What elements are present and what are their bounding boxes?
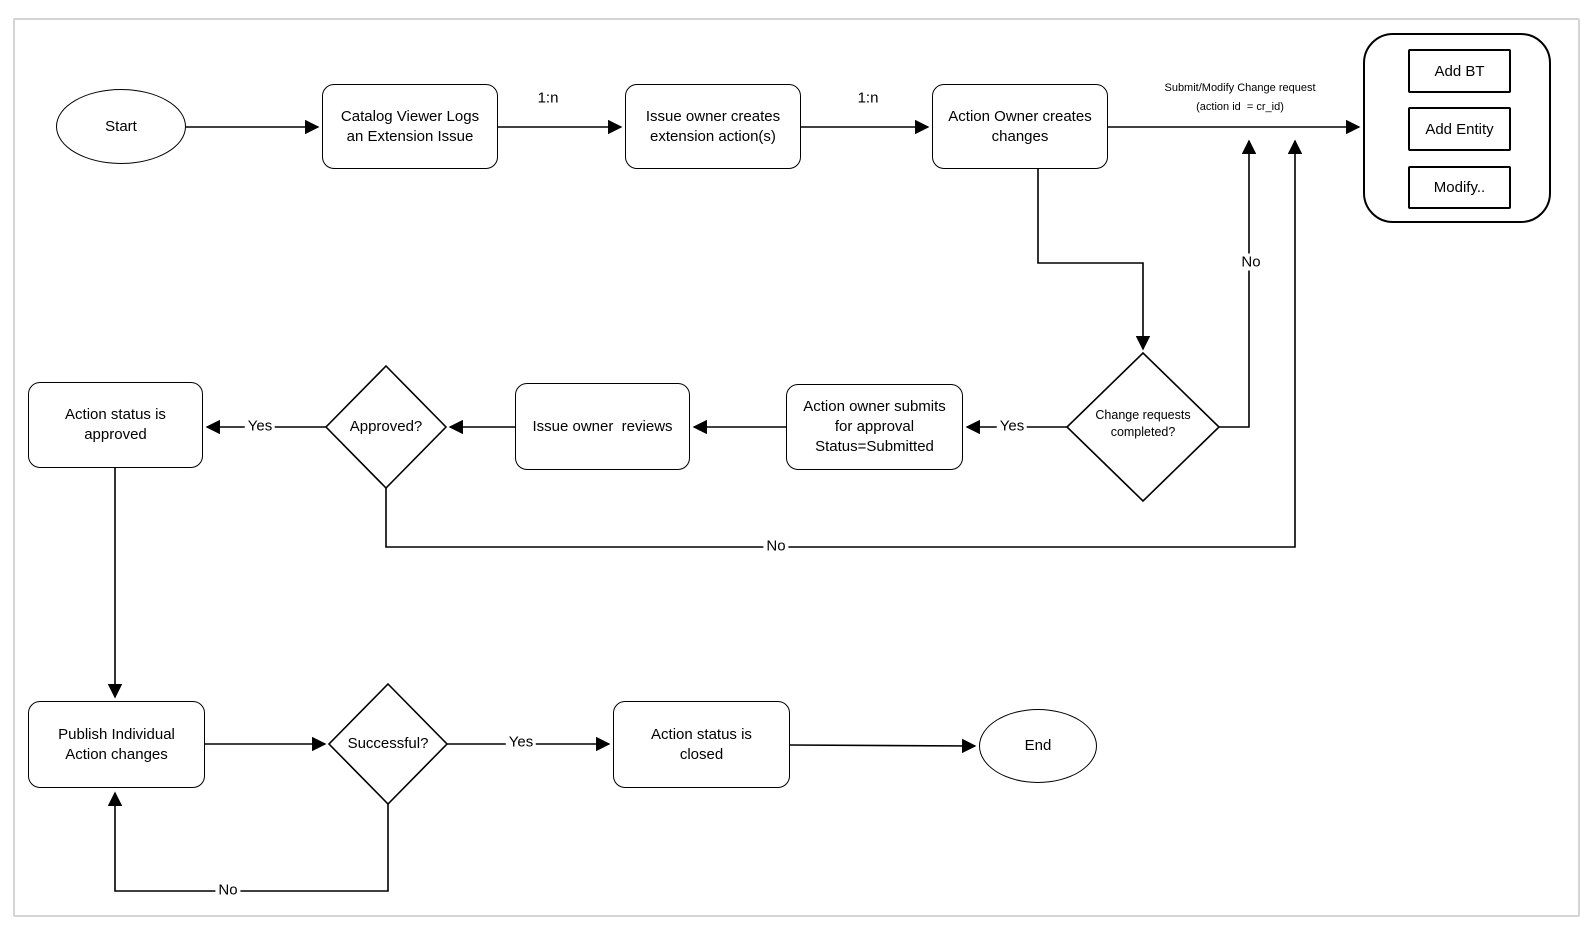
edge-label-successful-no: No [215,881,241,899]
action-status-approved-node: Action status is approved [28,382,203,468]
edge-label-cr-no: No [1238,253,1264,271]
approved-diamond [324,364,448,490]
edge-label-1n-first: 1:n [537,89,559,107]
issue-owner-creates-label: Issue owner creates extension action(s) [645,107,781,145]
edge-label-cr-yes: Yes [996,417,1028,435]
successful-diamond [327,682,449,806]
catalog-viewer-label: Catalog Viewer Logs an Extension Issue [340,107,480,145]
approved-diamond-label: Approved? [349,417,423,435]
action-owner-creates-label: Action Owner creates changes [948,107,1092,145]
end-node: End [979,709,1097,783]
action-owner-creates-node: Action Owner creates changes [932,84,1108,169]
change-request-panel: Add BT Add Entity Modify.. [1363,33,1551,223]
successful-diamond-label: Successful? [347,734,429,752]
add-entity-button: Add Entity [1408,107,1511,151]
modify-label: Modify.. [1433,179,1486,196]
cr-completed-diamond-label: Change requests completed? [1095,408,1191,439]
action-status-closed-node: Action status is closed [613,701,790,788]
end-label: End [1024,737,1052,755]
action-owner-submits-node: Action owner submits for approval Status… [786,384,963,470]
add-entity-label: Add Entity [1425,120,1494,138]
edge-label-submit-modify: Submit/Modify Change request (action id … [1164,81,1316,113]
cr-completed-diamond [1065,351,1221,503]
edge-cr-no-loop [1219,139,1257,428]
start-node: Start [56,89,186,164]
modify-button: Modify.. [1408,166,1511,209]
edge-label-1n-second: 1:n [857,89,879,107]
issue-owner-reviews-label: Issue owner reviews [532,417,673,435]
catalog-viewer-node: Catalog Viewer Logs an Extension Issue [322,84,498,169]
edge-action-owner-to-cr-diamond [1037,169,1151,351]
publish-individual-node: Publish Individual Action changes [28,701,205,788]
issue-owner-reviews-node: Issue owner reviews [515,383,690,470]
edge-closed-to-end [789,738,977,754]
edge-label-approved-yes: Yes [244,417,276,435]
edge-approved-no-loop [385,139,1303,548]
action-status-closed-label: Action status is closed [651,725,752,763]
edge-label-successful-yes: Yes [505,733,537,751]
add-bt-button: Add BT [1408,49,1511,93]
add-bt-label: Add BT [1434,62,1485,80]
edge-successful-no-loop [107,791,389,892]
action-owner-submits-label: Action owner submits for approval Status… [803,398,946,455]
start-label: Start [105,117,137,135]
action-status-approved-label: Action status is approved [65,406,166,443]
publish-individual-label: Publish Individual Action changes [58,725,175,763]
issue-owner-creates-node: Issue owner creates extension action(s) [625,84,801,169]
edge-label-approved-no: No [763,537,789,555]
